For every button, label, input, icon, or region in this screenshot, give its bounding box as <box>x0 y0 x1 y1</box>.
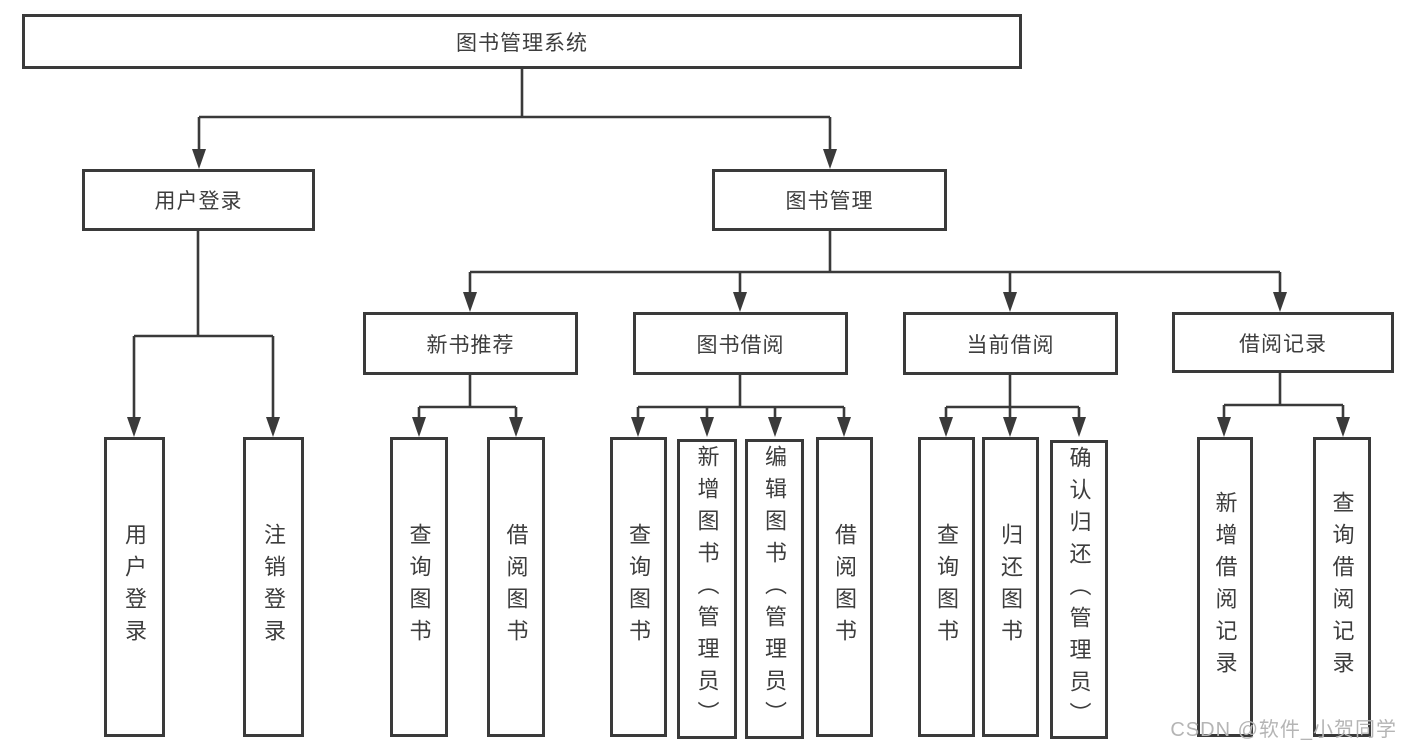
leaf-cb-confirm-return-admin: 确认归还（管理员） <box>1050 440 1108 739</box>
connector-book-borrow-children <box>631 375 851 437</box>
node-borrow-records: 借阅记录 <box>1172 312 1394 373</box>
leaf-user-login-label: 用户登录 <box>122 523 148 651</box>
leaf-rec-query-books-label: 查询图书 <box>406 523 432 651</box>
connector-current-borrow-children <box>939 375 1086 437</box>
leaf-cb-confirm-return-admin-label: 确认归还（管理员） <box>1066 445 1092 734</box>
connector-new-book-rec-children <box>412 375 523 437</box>
csdn-watermark: CSDN @软件_小贺同学 <box>1170 719 1397 741</box>
leaf-bb-borrow-books: 借阅图书 <box>816 437 873 737</box>
node-root: 图书管理系统 <box>22 14 1022 69</box>
node-book-borrow: 图书借阅 <box>633 312 848 375</box>
leaf-br-add-record-label: 新增借阅记录 <box>1212 491 1238 683</box>
leaf-logout-label: 注销登录 <box>261 523 287 651</box>
node-user-login-label: 用户登录 <box>154 190 243 213</box>
leaf-cb-query-books-label: 查询图书 <box>934 523 960 651</box>
leaf-br-query-record-label: 查询借阅记录 <box>1329 491 1355 683</box>
leaf-bb-borrow-books-label: 借阅图书 <box>832 523 858 651</box>
node-book-mgmt: 图书管理 <box>712 169 947 231</box>
leaf-br-add-record: 新增借阅记录 <box>1197 437 1253 737</box>
node-current-borrow-label: 当前借阅 <box>966 333 1055 357</box>
connector-root-to-level2 <box>192 69 837 169</box>
leaf-logout: 注销登录 <box>243 437 304 737</box>
leaf-rec-borrow-books-label: 借阅图书 <box>503 523 529 651</box>
leaf-bb-add-books-admin-label: 新增图书（管理员） <box>694 445 720 733</box>
node-user-login: 用户登录 <box>82 169 315 231</box>
connector-borrow-records-children <box>1217 373 1350 437</box>
leaf-user-login: 用户登录 <box>104 437 165 737</box>
leaf-rec-query-books: 查询图书 <box>390 437 448 737</box>
leaf-bb-query-books: 查询图书 <box>610 437 667 737</box>
leaf-rec-borrow-books: 借阅图书 <box>487 437 545 737</box>
node-borrow-records-label: 借阅记录 <box>1239 332 1327 356</box>
node-book-mgmt-label: 图书管理 <box>785 190 874 213</box>
connector-book-mgmt-children <box>463 231 1287 312</box>
leaf-cb-return-books-label: 归还图书 <box>998 523 1024 651</box>
node-new-book-recommend-label: 新书推荐 <box>426 333 515 357</box>
leaf-bb-edit-books-admin-label: 编辑图书（管理员） <box>762 445 788 733</box>
node-root-label: 图书管理系统 <box>456 31 588 55</box>
leaf-bb-query-books-label: 查询图书 <box>626 523 652 651</box>
leaf-cb-query-books: 查询图书 <box>918 437 975 737</box>
leaf-bb-edit-books-admin: 编辑图书（管理员） <box>745 439 804 739</box>
node-current-borrow: 当前借阅 <box>903 312 1118 375</box>
leaf-cb-return-books: 归还图书 <box>982 437 1039 737</box>
leaf-br-query-record: 查询借阅记录 <box>1313 437 1371 737</box>
leaf-bb-add-books-admin: 新增图书（管理员） <box>677 439 737 739</box>
node-book-borrow-label: 图书借阅 <box>696 333 785 357</box>
connector-user-login-children <box>127 231 280 437</box>
node-new-book-recommend: 新书推荐 <box>363 312 578 375</box>
